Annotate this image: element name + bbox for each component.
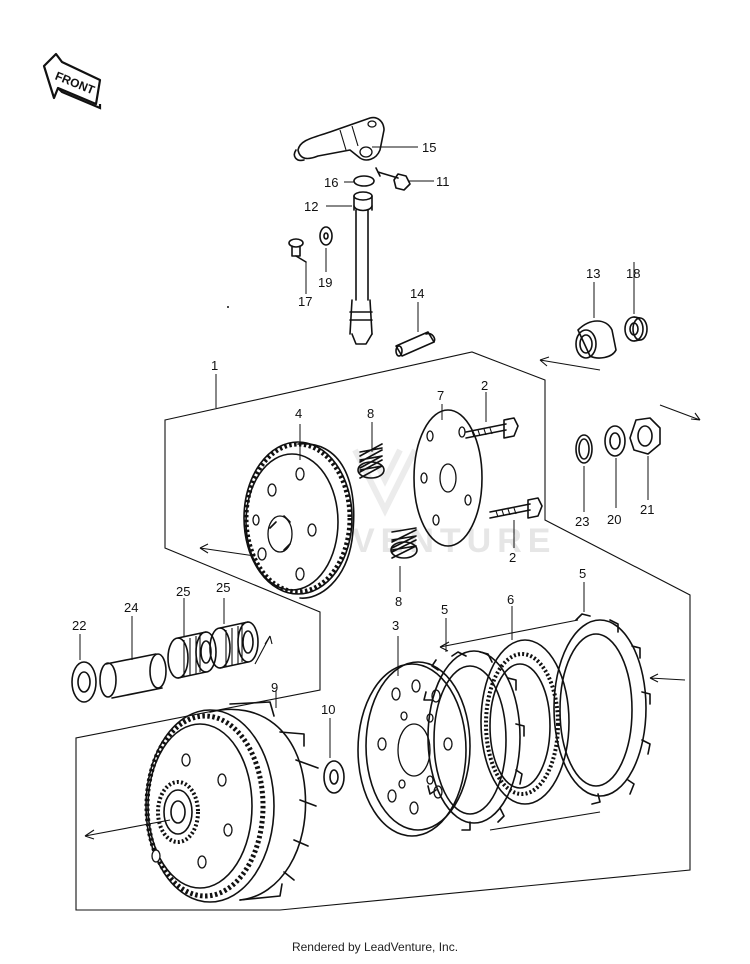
callout-2-lower: 2 (509, 550, 516, 565)
pressure-plate (413, 409, 483, 547)
clutch-boss-plate (357, 661, 471, 837)
callout-15: 15 (422, 140, 436, 155)
needle-bearing-a (167, 631, 217, 679)
circlip (575, 434, 593, 464)
lock-washer (604, 425, 626, 457)
callout-16: 16 (324, 175, 338, 190)
release-cap (575, 320, 617, 359)
callout-7: 7 (437, 388, 444, 403)
callout-21: 21 (640, 502, 654, 517)
callout-3: 3 (392, 618, 399, 633)
callout-11: 11 (436, 174, 450, 189)
steel-plate (480, 639, 570, 805)
hub-nut (629, 417, 661, 455)
friction-plate-front (423, 650, 525, 831)
sleeve-bushing (99, 653, 167, 699)
callout-23: 23 (575, 514, 589, 529)
callout-17: 17 (298, 294, 312, 309)
ball-bearing (624, 316, 648, 342)
release-lever (293, 116, 385, 162)
callout-2-upper: 2 (481, 378, 488, 393)
callout-8-upper: 8 (367, 406, 374, 421)
callout-19: 19 (318, 275, 332, 290)
callout-5-front: 5 (441, 602, 448, 617)
push-rod (395, 331, 436, 357)
callout-22: 22 (72, 618, 86, 633)
stopper-bolt (288, 238, 307, 263)
clutch-hub (243, 441, 355, 599)
small-washer (319, 226, 333, 246)
o-ring (353, 175, 375, 187)
callout-24: 24 (124, 600, 138, 615)
front-arrow-icon: FRONT (42, 52, 102, 110)
lever-bolt (375, 167, 411, 191)
callout-18: 18 (626, 266, 640, 281)
needle-bearing-b (209, 621, 259, 669)
callout-20: 20 (607, 512, 621, 527)
callout-8-lower: 8 (395, 594, 402, 609)
callout-25-a: 25 (176, 584, 190, 599)
callout-10: 10 (321, 702, 335, 717)
callout-4: 4 (295, 406, 302, 421)
alignment-arrows (84, 356, 701, 840)
friction-plate-rear (553, 613, 651, 805)
callout-9: 9 (271, 680, 278, 695)
pressure-bolt-lower (489, 497, 543, 519)
callout-13: 13 (586, 266, 600, 281)
clutch-housing (144, 701, 319, 903)
callout-6: 6 (507, 592, 514, 607)
callout-labels: 1 2 2 3 4 5 5 6 7 8 8 9 10 11 12 13 14 1… (72, 140, 654, 717)
footer-credit: Rendered by LeadVenture, Inc. (291, 940, 459, 954)
assembly-outline (75, 351, 691, 911)
release-shaft (349, 191, 373, 345)
callout-5-rear: 5 (579, 566, 586, 581)
clutch-spring-upper (357, 443, 385, 479)
clutch-spring-lower (390, 527, 418, 559)
spacer-washer (323, 760, 345, 794)
leader-lines (79, 146, 649, 758)
callout-25-b: 25 (216, 580, 230, 595)
stray-dot (227, 306, 229, 308)
callout-12: 12 (304, 199, 318, 214)
callout-14: 14 (410, 286, 424, 301)
callout-1: 1 (211, 358, 218, 373)
thrust-washer (71, 661, 97, 703)
watermark: VENTURE (352, 522, 556, 560)
